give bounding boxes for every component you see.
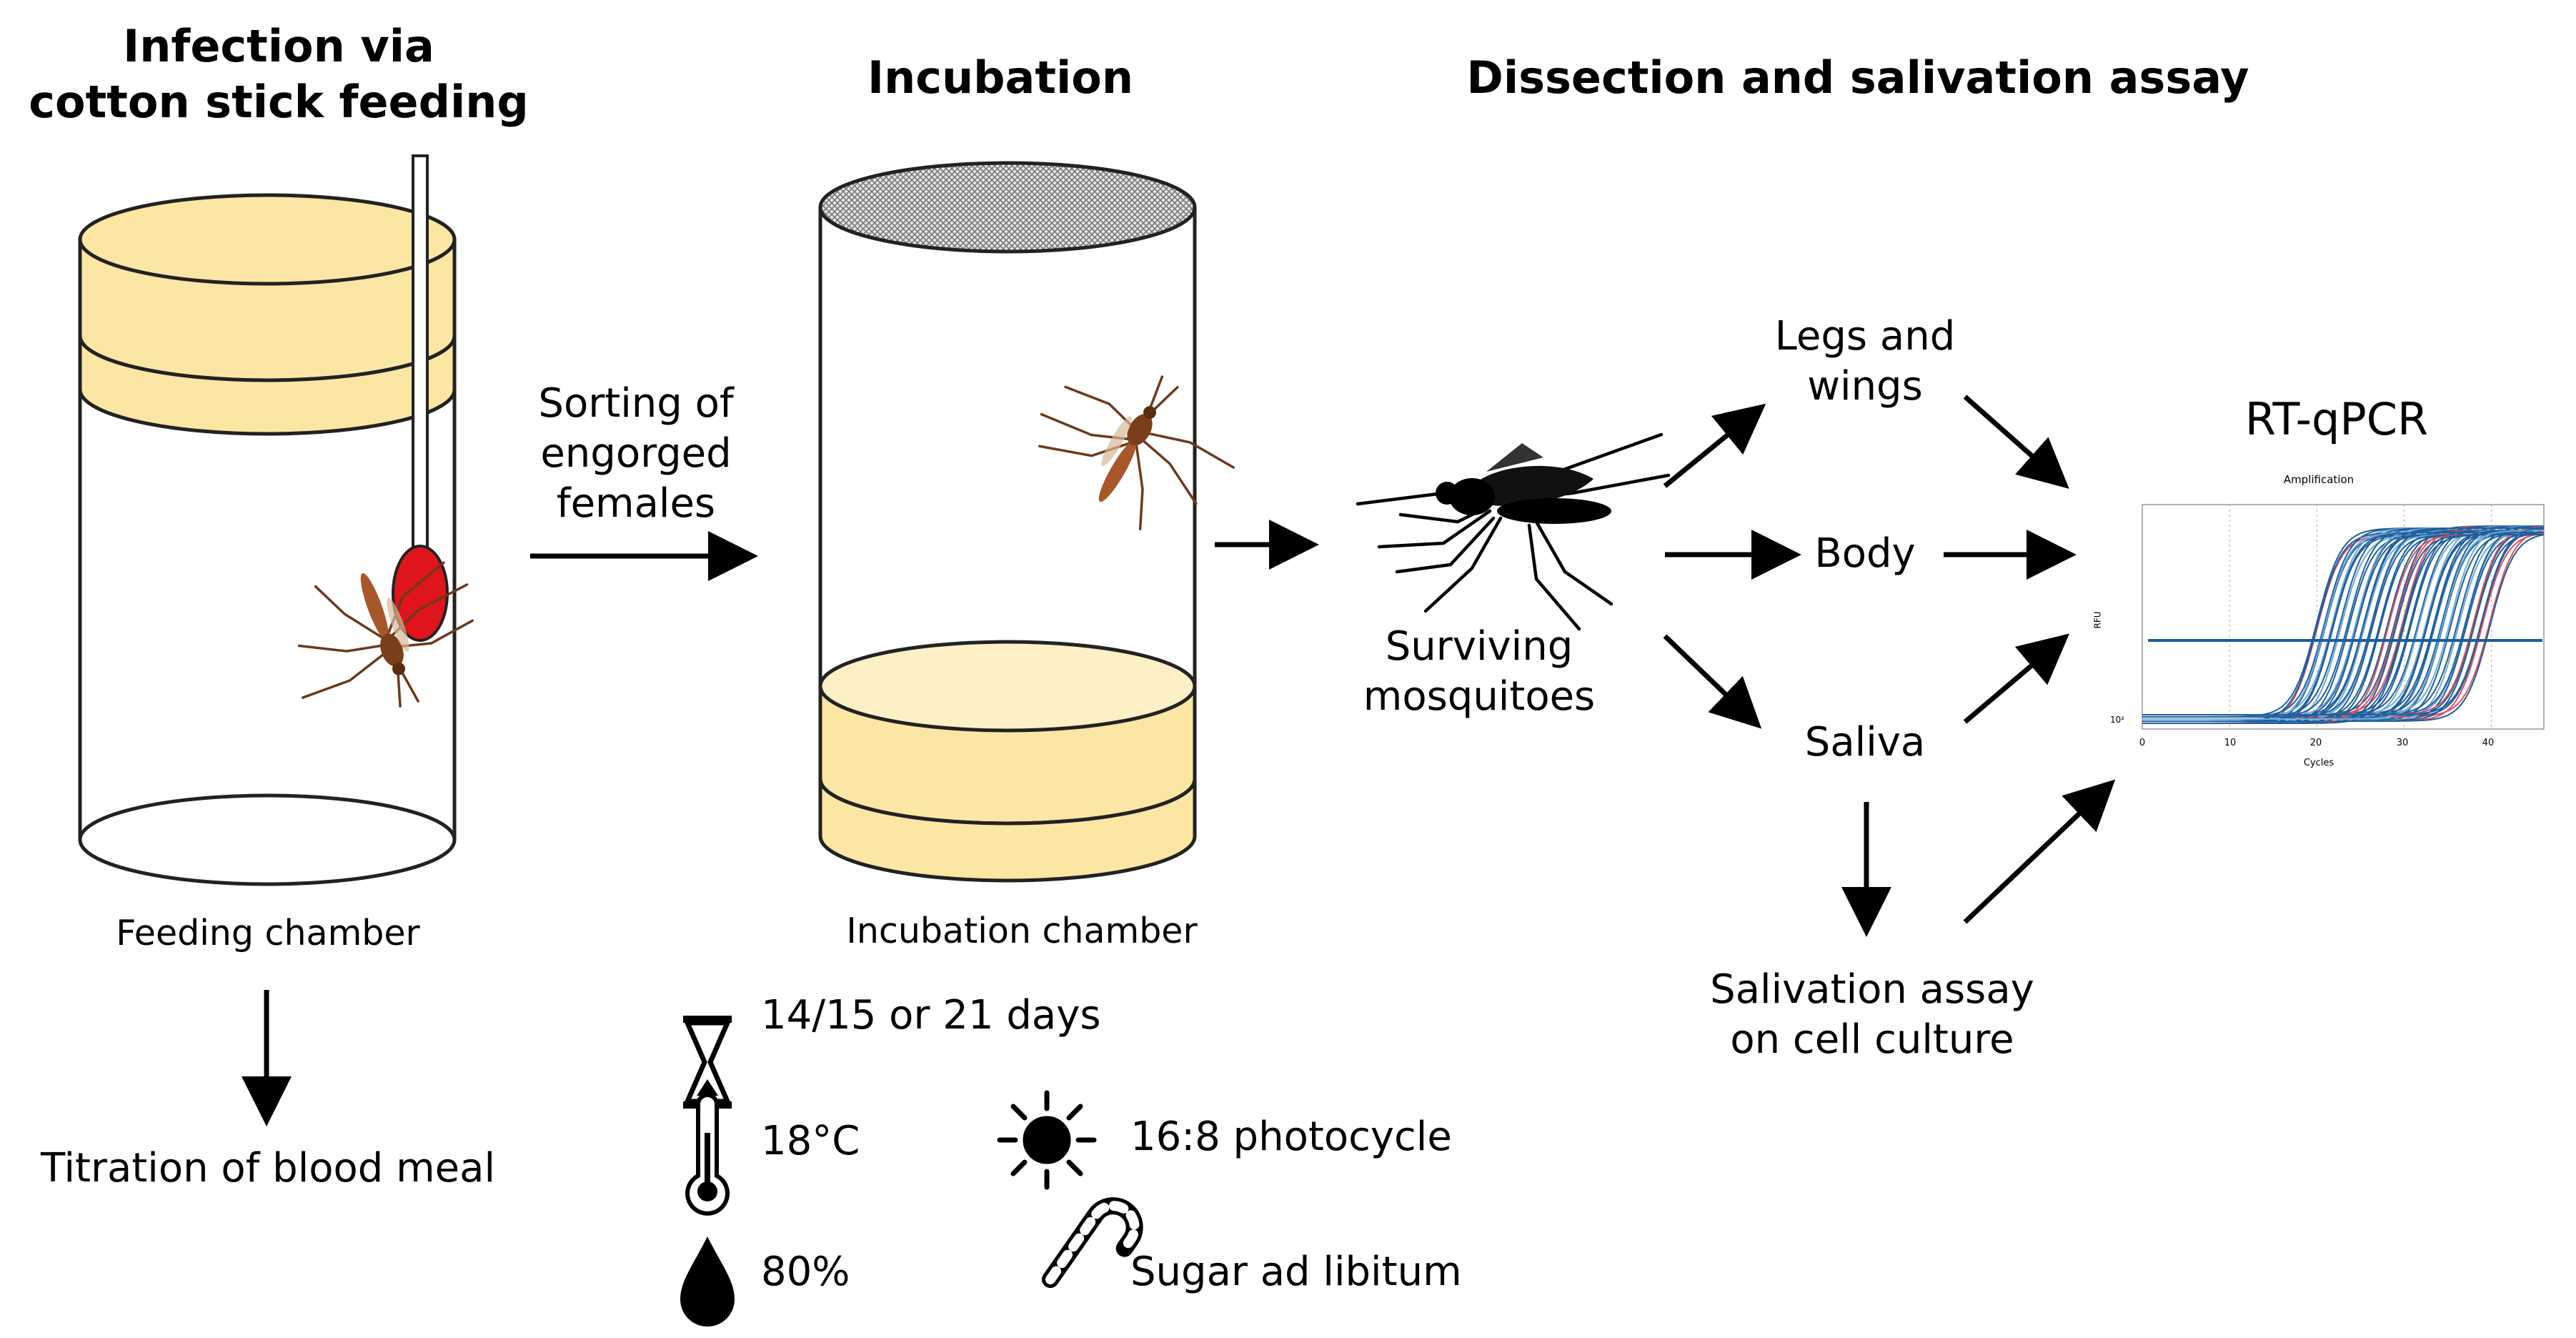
temperature-text: 18°C xyxy=(761,1118,860,1164)
amplification-curve xyxy=(2142,527,2544,718)
mosquito-icon xyxy=(297,561,474,708)
sorting-label: Sorting of engorged females xyxy=(538,380,734,527)
arrow-to-saliva xyxy=(1663,634,1762,729)
chart-ylabel: RFU xyxy=(2092,611,2103,629)
incubation-chamber-label: Incubation chamber xyxy=(846,911,1198,951)
chart-xtick: 30 xyxy=(2396,738,2409,748)
amplification-curve xyxy=(2142,530,2544,720)
chart-ytick: 10² xyxy=(2109,715,2125,725)
chart-xtick: 40 xyxy=(2482,738,2495,748)
candy-cane-icon xyxy=(1042,1197,1143,1288)
incubation-title: Incubation xyxy=(867,51,1133,104)
cotton-stick xyxy=(392,154,449,642)
salivation-assay-label: Salivation assay on cell culture xyxy=(1710,966,2034,1063)
chart-xtick: 0 xyxy=(2139,738,2146,748)
legs-wings-label: Legs and wings xyxy=(1774,313,1956,410)
infection-title: Infection via cotton stick feeding xyxy=(29,20,529,128)
chart-xtick: 20 xyxy=(2309,738,2322,748)
surviving-mosquito-icon xyxy=(1356,432,1671,631)
drop-icon xyxy=(680,1237,735,1327)
humidity-text: 80% xyxy=(761,1249,850,1295)
arrow-to-legs xyxy=(1663,403,1766,488)
saliva-label: Saliva xyxy=(1804,719,1926,765)
mosquito-icon xyxy=(1038,375,1235,531)
body-label: Body xyxy=(1814,530,1916,577)
chart-title: Amplification xyxy=(2283,473,2354,486)
rtqpcr-title: RT-qPCR xyxy=(2244,393,2429,445)
arrow-saliva-to-qpcr xyxy=(1963,633,2070,724)
feeding-chamber xyxy=(78,193,457,886)
sugar-text: Sugar ad libitum xyxy=(1130,1249,1462,1295)
chart-xtick: 10 xyxy=(2224,738,2237,748)
titration-label: Titration of blood meal xyxy=(40,1145,496,1191)
feeding-chamber-label: Feeding chamber xyxy=(116,913,420,953)
chart-xlabel: Cycles xyxy=(2303,758,2334,768)
thermometer-icon xyxy=(685,1093,730,1216)
incubation-chamber xyxy=(818,161,1197,883)
amplification-curve xyxy=(2142,532,2544,722)
amplification-chart: Amplification RFU Cycles 10² 0 10 20 30 … xyxy=(2087,472,2551,772)
flow-arrows xyxy=(242,395,2116,1126)
dissection-title: Dissection and salivation assay xyxy=(1466,51,2249,104)
amplification-curve xyxy=(2142,534,2544,724)
duration-text: 14/15 or 21 days xyxy=(761,992,1101,1039)
surviving-mosquitoes-label: Surviving mosquitoes xyxy=(1363,623,1596,720)
arrow-assay-to-qpcr xyxy=(1963,779,2116,924)
sun-icon xyxy=(997,1090,1097,1190)
photocycle-text: 16:8 photocycle xyxy=(1130,1114,1452,1160)
arrow-legs-to-qpcr xyxy=(1963,395,2069,489)
